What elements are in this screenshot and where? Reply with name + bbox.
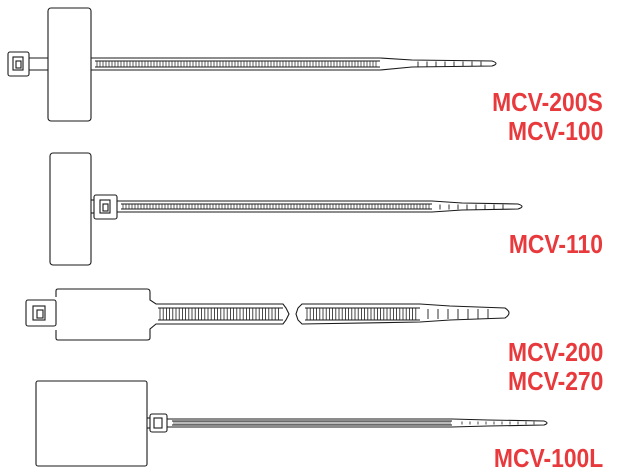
- product-label-mcv-100l: MCV-100L: [493, 443, 603, 473]
- cable-tie-mcv-200s: [7, 7, 497, 122]
- marker-flag: [47, 7, 92, 122]
- product-label-mcv-100: MCV-100: [507, 116, 603, 146]
- product-label-mcv-200s: MCV-200S: [492, 87, 603, 117]
- marker-flag: [55, 288, 290, 341]
- cable-tie-mcv-110: [49, 152, 523, 266]
- tie-strap: [295, 303, 510, 325]
- tie-head: [149, 413, 168, 433]
- product-label-mcv-270: MCV-270: [507, 366, 603, 396]
- tie-head: [7, 51, 30, 77]
- product-label-mcv-200: MCV-200: [507, 337, 603, 367]
- tie-strap: [167, 418, 548, 428]
- tie-head: [25, 299, 57, 327]
- marker-flag: [35, 380, 148, 467]
- tie-head: [93, 194, 118, 220]
- tie-strap: [91, 57, 497, 71]
- product-label-mcv-110: MCV-110: [508, 229, 603, 259]
- cable-tie-mcv-100l: [35, 380, 548, 467]
- cable-tie-mcv-200: [25, 288, 510, 341]
- tie-strap: [117, 200, 523, 213]
- marker-flag: [49, 152, 92, 266]
